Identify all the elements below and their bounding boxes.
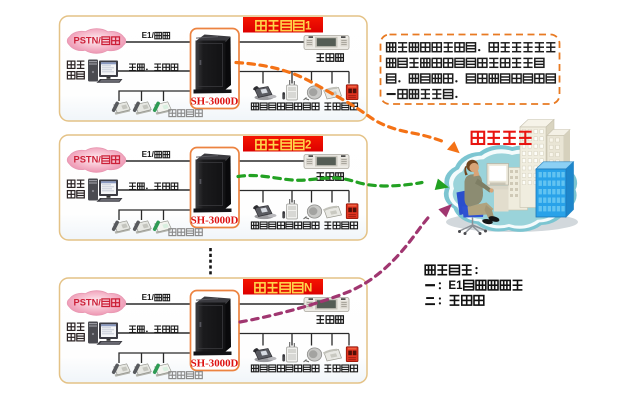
svg-text:PSTN/: PSTN/: [74, 298, 102, 308]
svg-text:SH-3000D: SH-3000D: [191, 358, 239, 370]
svg-text:PSTN/: PSTN/: [74, 36, 102, 46]
svg-text:N: N: [304, 283, 312, 295]
svg-text:E1/: E1/: [142, 293, 155, 302]
svg-text:2: 2: [305, 140, 311, 152]
svg-text:SH-3000D: SH-3000D: [191, 215, 239, 227]
svg-text:PSTN/: PSTN/: [74, 155, 102, 165]
svg-text:E1/: E1/: [142, 150, 155, 159]
svg-text:E1/: E1/: [142, 31, 155, 40]
svg-text:E1: E1: [448, 279, 463, 292]
svg-text:1: 1: [305, 21, 312, 33]
svg-text:SH-3000D: SH-3000D: [191, 96, 239, 108]
